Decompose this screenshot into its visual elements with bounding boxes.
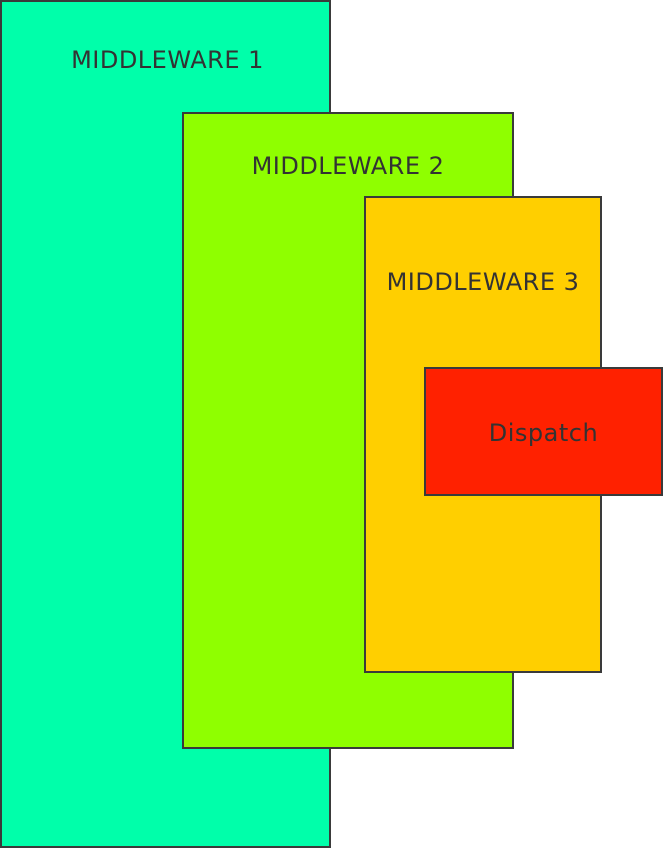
middleware-2-label: MIDDLEWARE 2: [251, 152, 445, 180]
dispatch-label: Dispatch: [488, 419, 599, 447]
dispatch-box: Dispatch: [424, 367, 663, 496]
middleware-3-label: MIDDLEWARE 3: [386, 268, 580, 296]
middleware-1-label: MIDDLEWARE 1: [71, 46, 264, 74]
